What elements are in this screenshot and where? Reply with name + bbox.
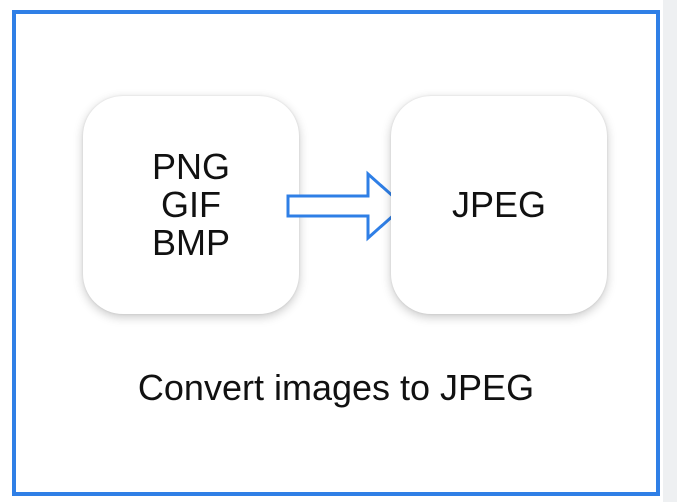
format-png-label: PNG <box>151 146 230 187</box>
format-bmp-label: BMP <box>151 222 230 263</box>
format-jpeg-label: JPEG <box>451 184 547 225</box>
right-arrow-icon <box>286 170 407 242</box>
convert-to-jpeg-card[interactable]: PNG GIF BMP JPEG Convert images to JPEG <box>12 10 660 496</box>
format-gif-label: GIF <box>161 184 221 225</box>
source-formats-tile: PNG GIF BMP <box>83 96 299 314</box>
card-caption: Convert images to JPEG <box>137 367 535 408</box>
target-format-tile: JPEG <box>391 96 607 314</box>
scrollbar-track <box>663 0 677 502</box>
